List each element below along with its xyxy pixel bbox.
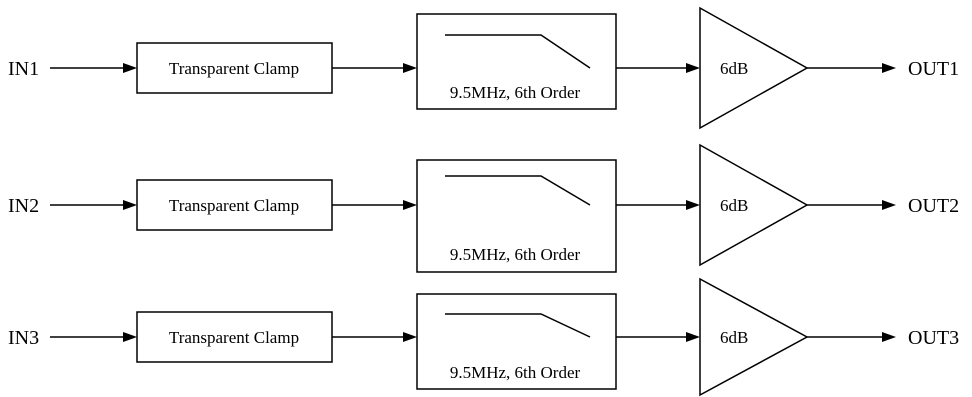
lowpass-response-icon: [445, 313, 591, 338]
filter-block-1: [416, 13, 617, 110]
arrowhead-in3-to-clamp: [123, 332, 137, 342]
amp-label-1: 6dB: [720, 59, 748, 78]
amp-label-3: 6dB: [720, 328, 748, 347]
clamp-block-3: [136, 311, 333, 363]
channel-3: IN3 Transparent Clamp 9.5MHz, 6th Order …: [8, 277, 959, 397]
amplifier-triangle-2: [699, 143, 809, 267]
arrowhead-filter-to-amp-2: [686, 200, 700, 210]
filter-block-3: [416, 293, 617, 390]
clamp-label-1: Transparent Clamp: [169, 59, 299, 78]
arrowhead-amp-to-out3: [882, 332, 896, 342]
input-label-in1: IN1: [8, 58, 39, 80]
arrowhead-clamp-to-filter-3: [403, 332, 417, 342]
filter-block-2: [416, 159, 617, 273]
amplifier-triangle-3: [699, 277, 809, 397]
arrowhead-amp-to-out2: [882, 200, 896, 210]
channel-2: IN2 Transparent Clamp 9.5MHz, 6th Order …: [8, 143, 959, 273]
input-label-in3: IN3: [8, 327, 39, 349]
lowpass-response-icon: [445, 175, 591, 206]
filter-label-3: 9.5MHz, 6th Order: [450, 363, 581, 382]
lowpass-response-icon: [445, 34, 591, 69]
clamp-label-3: Transparent Clamp: [169, 328, 299, 347]
input-label-in2: IN2: [8, 195, 39, 217]
filter-label-1: 9.5MHz, 6th Order: [450, 83, 581, 102]
output-label-out1: OUT1: [908, 58, 959, 80]
channel-1: IN1 Transparent Clamp 9.5MHz, 6th Order …: [8, 6, 959, 130]
filter-label-2: 9.5MHz, 6th Order: [450, 245, 581, 264]
arrowhead-amp-to-out1: [882, 63, 896, 73]
amp-label-2: 6dB: [720, 196, 748, 215]
arrowhead-in1-to-clamp: [123, 63, 137, 73]
output-label-out2: OUT2: [908, 195, 959, 217]
arrowhead-filter-to-amp-1: [686, 63, 700, 73]
arrowhead-filter-to-amp-3: [686, 332, 700, 342]
amplifier-triangle-1: [699, 6, 809, 130]
arrowhead-in2-to-clamp: [123, 200, 137, 210]
output-label-out3: OUT3: [908, 327, 959, 349]
arrowhead-clamp-to-filter-1: [403, 63, 417, 73]
arrowhead-clamp-to-filter-2: [403, 200, 417, 210]
clamp-label-2: Transparent Clamp: [169, 196, 299, 215]
